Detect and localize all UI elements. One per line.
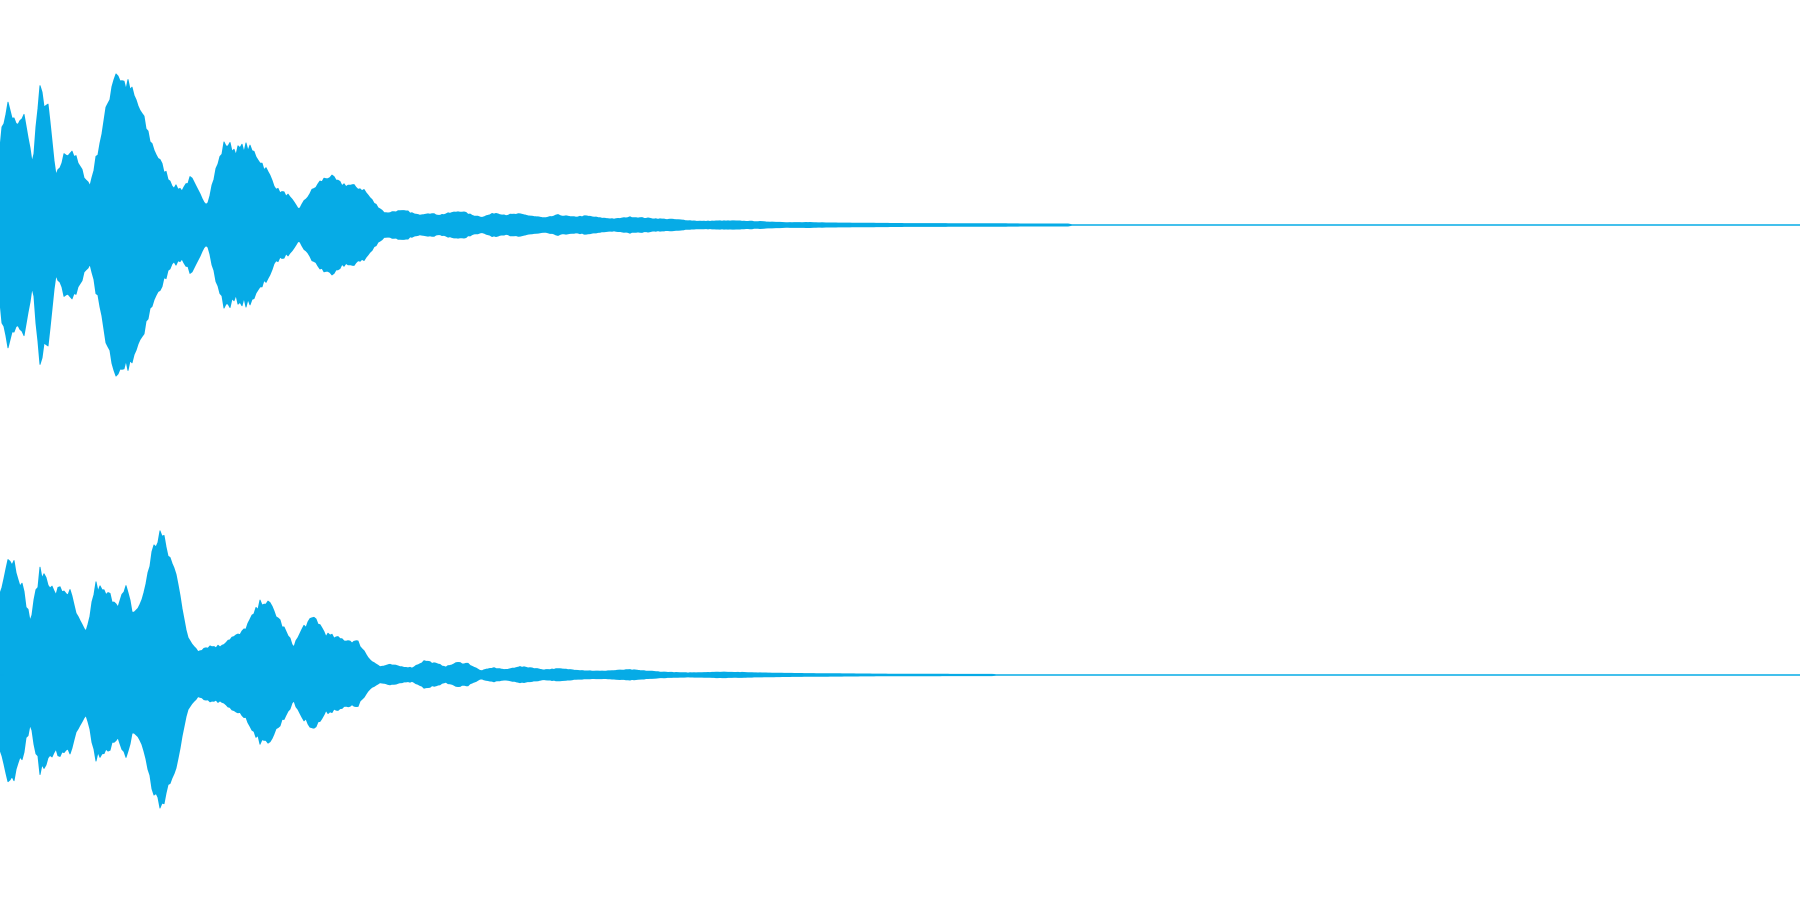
channel-left-waveform [0,73,1800,377]
channel-right [0,530,1800,809]
channel-left [0,73,1800,377]
channel-right-waveform [0,530,1800,809]
